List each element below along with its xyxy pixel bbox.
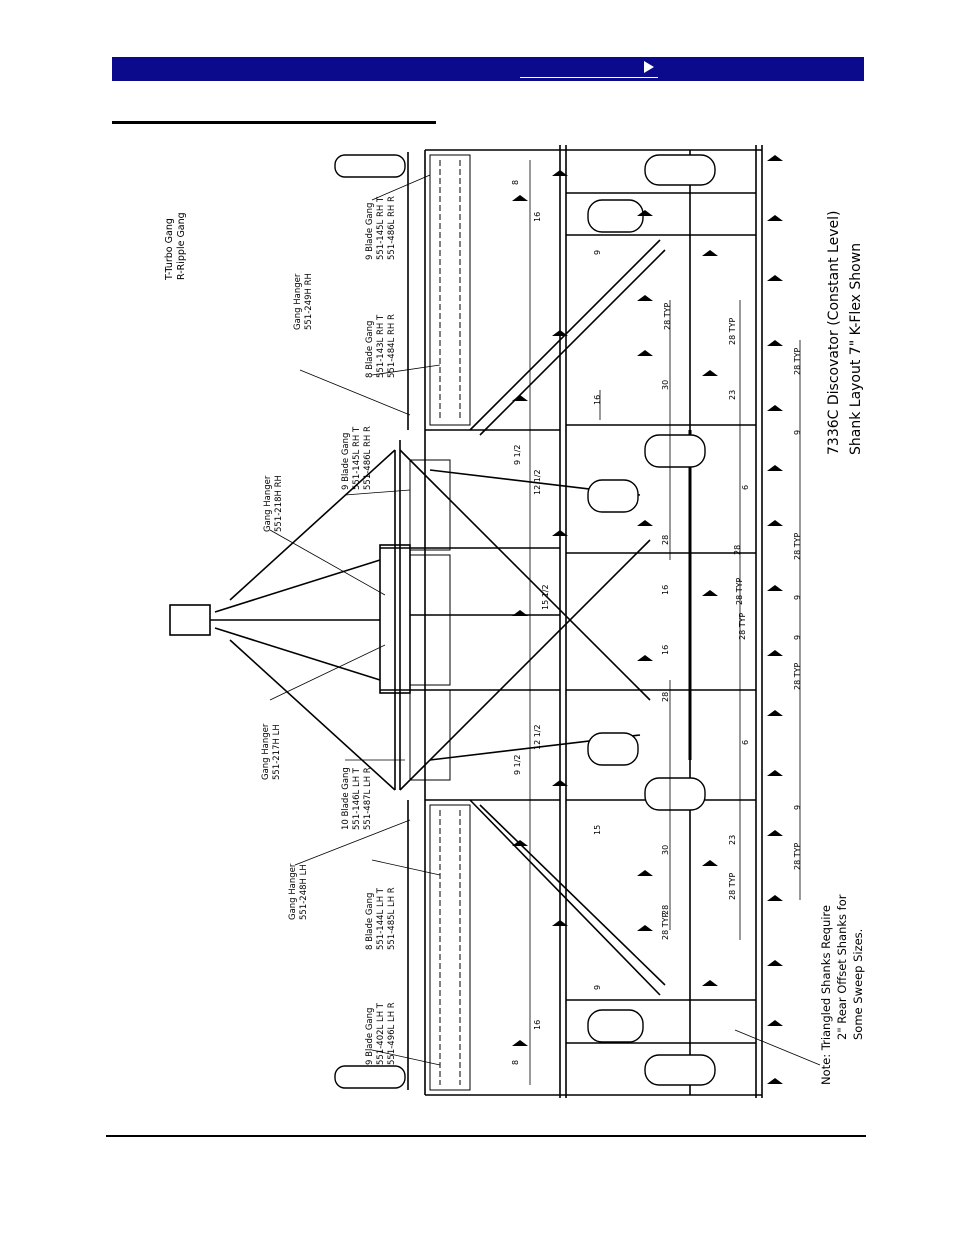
- frame-structure: [169, 145, 763, 1098]
- dimension-lines: [529, 160, 801, 1085]
- dimension-label: 9: [793, 805, 802, 810]
- dimension-label: 28 TYP: [663, 303, 672, 330]
- drawing-title: 7336C Discovator (Constant Level): [826, 211, 842, 455]
- header-bar: [112, 57, 864, 81]
- callout-label: Gang Hanger: [261, 723, 271, 780]
- dimension-label: 9: [593, 250, 602, 255]
- callout-label: 9 Blade Gang: [365, 203, 375, 260]
- callout-label: 551-486L RH R: [363, 426, 373, 490]
- dimension-label: 9: [793, 635, 802, 640]
- callout-label: 551-487L LH R: [363, 767, 373, 830]
- drawing-labels: 7336C Discovator (Constant Level) Shank …: [164, 211, 865, 1085]
- disc-gangs: [409, 154, 471, 1091]
- callout-label: 551-145L RH T: [376, 196, 386, 260]
- dimension-label: 28: [661, 535, 670, 545]
- dimension-label: 23: [728, 390, 737, 400]
- callout-label: 551-486L RH R: [387, 196, 397, 260]
- dimension-label: 16: [533, 1020, 542, 1030]
- next-arrow-icon[interactable]: [644, 61, 654, 73]
- legend-ripple: R-Ripple Gang: [176, 212, 187, 280]
- leader-lines: [269, 174, 821, 1066]
- callout-label: 9 Blade Gang: [341, 433, 351, 490]
- dimension-labels: 8 16 9 28 TYP 28 TYP 30 16 23 28 TYP 9 9 1/2 12 1/2…: [511, 180, 802, 1065]
- dimension-label: 30: [661, 845, 670, 855]
- dimension-label: 6: [741, 740, 750, 745]
- dimension-label: 9 1/2: [513, 444, 522, 465]
- drawing-subtitle: Shank Layout 7" K-Flex Shown: [848, 243, 864, 455]
- callout-label: 10 Blade Gang: [341, 767, 351, 830]
- dimension-label: 12 1/2: [533, 724, 542, 750]
- dimension-label: 16: [661, 645, 670, 655]
- callout-label: 551-143L RH T: [376, 314, 386, 378]
- callout-label: 8 Blade Gang: [365, 321, 375, 378]
- dimension-label: 28 TYP: [793, 533, 802, 560]
- footer-rule: [106, 1135, 866, 1137]
- note-line-3: Some Sweep Sizes.: [851, 929, 865, 1040]
- dimension-label: 23: [728, 835, 737, 845]
- callout-label: 551-402L LH T: [376, 1002, 386, 1065]
- callout-label: 551-217H LH: [272, 724, 282, 780]
- dimension-label: 28 TYP: [793, 348, 802, 375]
- section-heading-rule: [112, 121, 436, 124]
- callout-label: 551-218H RH: [274, 475, 284, 532]
- next-page-link[interactable]: [520, 60, 658, 78]
- dimension-label: 6: [741, 485, 750, 490]
- note-line-2: 2" Rear Offset Shanks for: [835, 894, 849, 1040]
- dimension-label: 8: [511, 180, 520, 185]
- dimension-label: 28 TYP: [735, 578, 744, 605]
- dimension-label: 16: [661, 585, 670, 595]
- dimension-label: 28 TYP: [793, 663, 802, 690]
- callout-label: Gang Hanger: [293, 273, 303, 330]
- callout-label: Gang Hanger: [263, 475, 273, 532]
- wheels: [334, 154, 716, 1089]
- dimension-label: 9 1/2: [513, 754, 522, 775]
- callout-label: 8 Blade Gang: [365, 893, 375, 950]
- shanks: [512, 155, 783, 1084]
- dimension-label: 16: [593, 395, 602, 405]
- dimension-label: 28: [661, 692, 670, 702]
- dimension-label: 15: [593, 825, 602, 835]
- callout-label: 551-484L RH R: [387, 314, 397, 378]
- dimension-label: 28 TYP: [728, 873, 737, 900]
- callout-label: 551-249H RH: [304, 273, 314, 330]
- note-line-1: Note: Triangled Shanks Require: [819, 905, 833, 1085]
- callout-label: 551-146L LH T: [352, 767, 362, 830]
- dimension-label: 28 TYP: [738, 613, 747, 640]
- dimension-label: 16: [533, 212, 542, 222]
- dimension-label: 15 1/2: [541, 584, 550, 610]
- dimension-label: 9: [793, 595, 802, 600]
- dimension-label: 28: [733, 545, 742, 555]
- dimension-label: 28 TYP: [728, 318, 737, 345]
- callout-label: 551-485L LH R: [387, 887, 397, 950]
- callout-label: 9 Blade Gang: [365, 1008, 375, 1065]
- callout-label: Gang Hanger: [288, 863, 298, 920]
- dimension-label: 30: [661, 380, 670, 390]
- callout-label: 551-145L RH T: [352, 426, 362, 490]
- dimension-label: 9: [593, 985, 602, 990]
- dimension-label: 28 TYP: [793, 843, 802, 870]
- dimension-label: 28 TYP: [661, 913, 670, 940]
- dimension-label: 12 1/2: [533, 469, 542, 495]
- callout-label: 551-144L LH T: [376, 887, 386, 950]
- dimension-label: 9: [793, 430, 802, 435]
- callout-label: 551-248H LH: [299, 864, 309, 920]
- callout-label: 551-496L LH R: [387, 1002, 397, 1065]
- legend-turbo: T-Turbo Gang: [164, 218, 175, 281]
- dimension-label: 28: [661, 905, 670, 915]
- dimension-label: 8: [511, 1060, 520, 1065]
